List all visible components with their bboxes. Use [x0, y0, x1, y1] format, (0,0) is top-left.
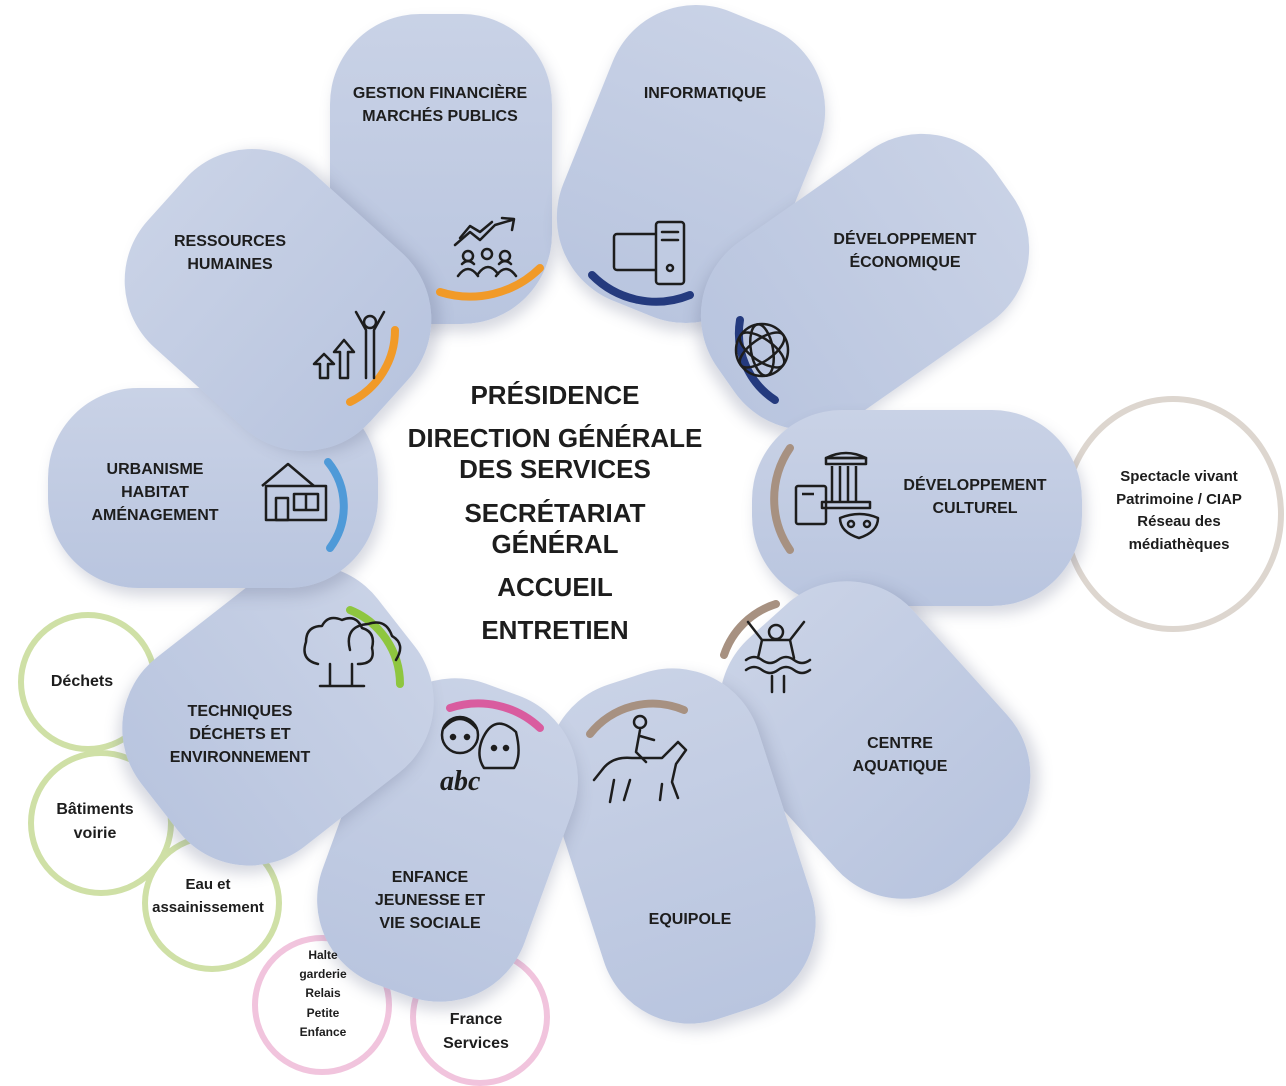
- label-urbanisme: URBANISME HABITAT AMÉNAGEMENT: [91, 461, 219, 525]
- center-block: PRÉSIDENCE DIRECTION GÉNÉRALE DES SERVIC…: [400, 380, 710, 646]
- arc-culture: [770, 444, 794, 554]
- label-rh: RESSOURCES HUMAINES: [173, 233, 287, 274]
- pill-culture: [752, 410, 1082, 606]
- label-techniques: TECHNIQUES DÉCHETS ET ENVIRONNEMENT: [169, 703, 311, 767]
- sub-text-eau: Eau et assainissement: [152, 876, 264, 916]
- center-entretien: ENTRETIEN: [481, 615, 629, 646]
- sub-text-batiments: Bâtiments voirie: [56, 801, 134, 842]
- horse-rider-icon: [592, 714, 688, 804]
- center-accueil: ACCUEIL: [497, 571, 613, 602]
- children-abc-icon: [440, 715, 520, 770]
- label-culture: DÉVELOPPEMENT CULTUREL: [903, 477, 1047, 518]
- trees-icon: [303, 616, 402, 688]
- globe-icon: [734, 322, 790, 378]
- label-informatique: INFORMATIQUE: [643, 85, 767, 102]
- label-gestion: GESTION FINANCIÈRE MARCHÉS PUBLICS: [352, 85, 528, 126]
- growth-chart-people-icon: [453, 216, 518, 278]
- sub-text-culture: Spectacle vivant Patrimoine / CIAP Résea…: [1116, 468, 1242, 553]
- arc-aquatique: [720, 600, 780, 659]
- arc-techniques: [346, 606, 404, 688]
- swimmer-icon: [744, 620, 812, 694]
- label-equipole: EQUIPOLE: [648, 911, 732, 928]
- center-dgs: DIRECTION GÉNÉRALE DES SERVICES: [407, 423, 703, 485]
- arc-eco: [734, 316, 779, 404]
- label-eco: DÉVELOPPEMENT ÉCONOMIQUE: [833, 231, 977, 272]
- house-icon: [261, 462, 328, 522]
- arc-equipole: [586, 699, 688, 738]
- people-arrows-up-icon: [312, 310, 386, 380]
- culture-column-book-mask-icon: [794, 451, 880, 540]
- arc-gestion: [436, 264, 544, 301]
- arc-informatique: [588, 271, 694, 306]
- sub-text-france: France Services: [443, 1011, 509, 1052]
- center-secretariat: SECRÉTARIAT GÉNÉRAL: [464, 497, 646, 559]
- arc-enfance: [446, 699, 544, 732]
- desktop-computer-icon: [612, 220, 686, 286]
- center-presidence: PRÉSIDENCE: [470, 380, 640, 410]
- sub-text-dechets: Déchets: [50, 673, 114, 690]
- label-enfance: ENFANCE JEUNESSE ET VIE SOCIALE: [374, 869, 486, 933]
- arc-urbanisme: [324, 458, 348, 552]
- sub-text-halte: Halte garderie Relais Petite Enfance: [299, 948, 347, 1039]
- label-aquatique: CENTRE AQUATIQUE: [852, 735, 948, 776]
- arc-rh: [346, 326, 400, 406]
- abc-text: abc: [440, 766, 481, 797]
